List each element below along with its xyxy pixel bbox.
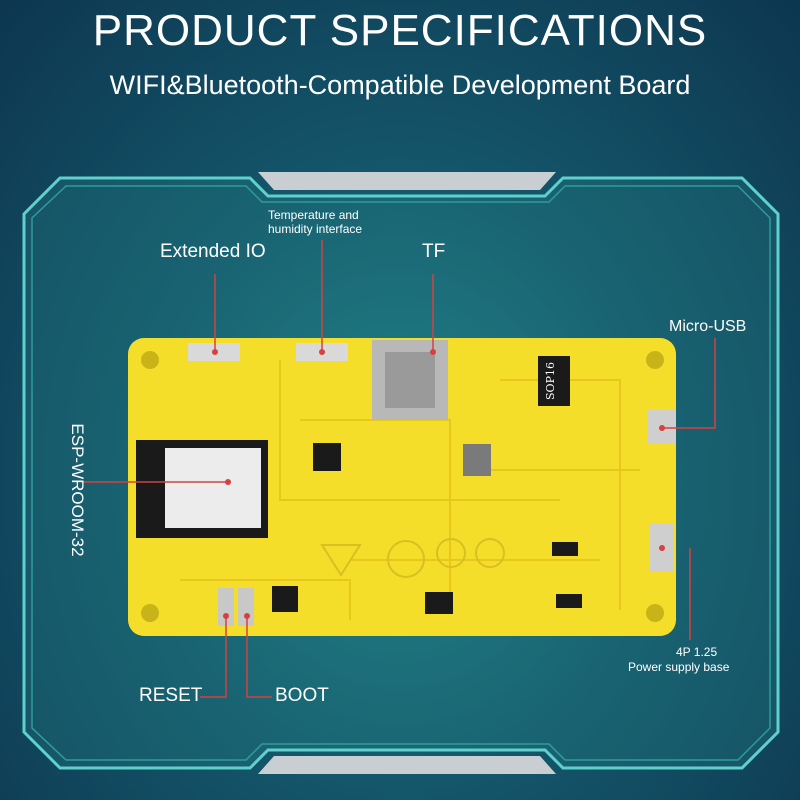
temp-humidity-label: Temperature and humidity interface <box>268 208 363 236</box>
top-bar <box>258 172 556 190</box>
page-title: PRODUCT SPECIFICATIONS <box>92 6 708 55</box>
boot-label: BOOT <box>275 685 329 706</box>
pin-dots <box>212 349 665 619</box>
mount-hole <box>646 604 664 622</box>
sop16-chip <box>538 356 570 406</box>
extended-io-label: Extended IO <box>160 241 266 262</box>
page-subtitle: WIFI&Bluetooth-Compatible Development Bo… <box>109 70 691 100</box>
ic-chip <box>552 542 578 556</box>
power-4p-label: 4P 1.25 <box>676 645 718 659</box>
ic-chip <box>272 586 298 612</box>
mount-hole <box>646 351 664 369</box>
boot-button <box>238 588 254 626</box>
ic-chip <box>556 594 582 608</box>
ic-chip <box>463 444 491 476</box>
tf-label: TF <box>422 241 446 262</box>
pcb <box>128 338 676 636</box>
certification-marks <box>320 538 505 578</box>
power-base-label: Power supply base <box>628 660 730 674</box>
bottom-bar <box>258 756 556 774</box>
mount-hole <box>141 351 159 369</box>
esp-module-label: ESP-WROOM-32 <box>68 423 87 557</box>
reset-label: RESET <box>139 685 203 706</box>
mount-hole <box>141 604 159 622</box>
ic-chip <box>425 592 453 614</box>
micro-usb-label: Micro-USB <box>669 318 747 335</box>
pin-lines <box>82 240 716 698</box>
reset-button <box>218 588 234 626</box>
frame-inner-outline <box>31 185 771 761</box>
tf-slot-inner <box>385 352 435 408</box>
ic-chip <box>313 443 341 471</box>
sop16-label: SOP16 <box>544 362 557 400</box>
esp-shield <box>165 448 261 528</box>
